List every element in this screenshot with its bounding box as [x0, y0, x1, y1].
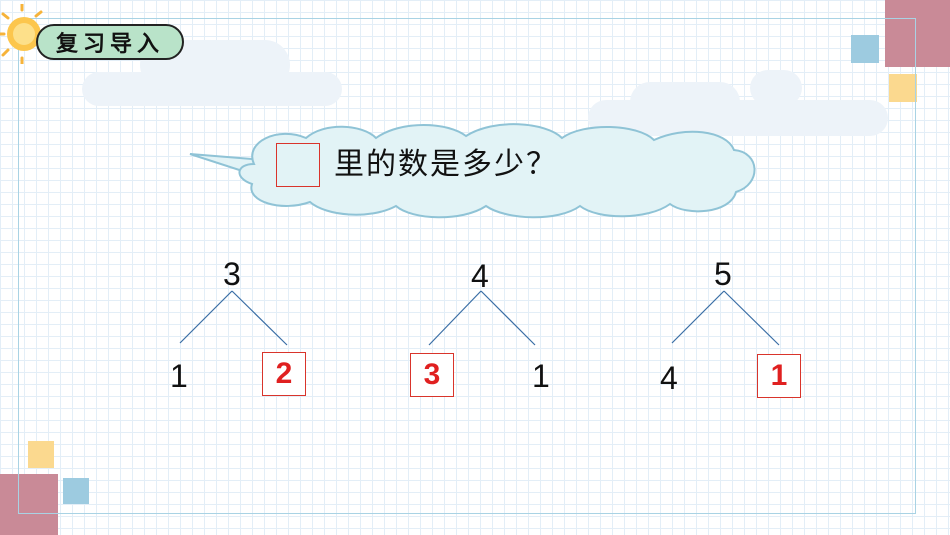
deco-square-pink-top: [885, 0, 950, 67]
deco-square-pink-bottom: [0, 474, 58, 535]
tree2-left-part: 3: [423, 358, 441, 391]
deco-square-blue-bottom: [63, 478, 89, 504]
tree3-left-branch: [671, 290, 725, 344]
question-blank-box: [276, 143, 320, 187]
deco-square-yellow-top: [889, 74, 917, 102]
bg-cloud-small: [750, 70, 802, 106]
tree3-left-part: 4: [660, 360, 678, 396]
sun-icon: [0, 4, 43, 64]
content-frame: [18, 18, 916, 514]
tree1-answer-box: 2: [262, 352, 306, 396]
tree1-right-branch: [231, 290, 288, 346]
tree2-right-branch: [480, 290, 536, 346]
deco-square-blue-top: [851, 35, 879, 63]
tree3-right-part: 1: [770, 359, 788, 392]
tree1-total: 3: [223, 256, 241, 292]
bg-cloud-right-top: [630, 82, 740, 122]
section-title: 复习导入: [55, 32, 164, 57]
speech-cloud: [189, 123, 756, 219]
tree1-right-part: 2: [275, 357, 293, 390]
tree3-total: 5: [714, 256, 732, 292]
deco-square-yellow-bottom: [28, 441, 54, 468]
tree1-left-branch: [179, 290, 233, 344]
tree2-right-part: 1: [532, 358, 550, 394]
tree3-right-branch: [723, 290, 780, 346]
tree1-left-part: 1: [170, 358, 188, 394]
tree2-total: 4: [471, 258, 489, 294]
tree2-answer-box: 3: [410, 353, 454, 397]
tree2-left-branch: [428, 290, 482, 346]
section-banner: 复习导入: [36, 24, 184, 60]
tree3-answer-box: 1: [757, 354, 801, 398]
question-text: 里的数是多少？: [334, 147, 558, 182]
